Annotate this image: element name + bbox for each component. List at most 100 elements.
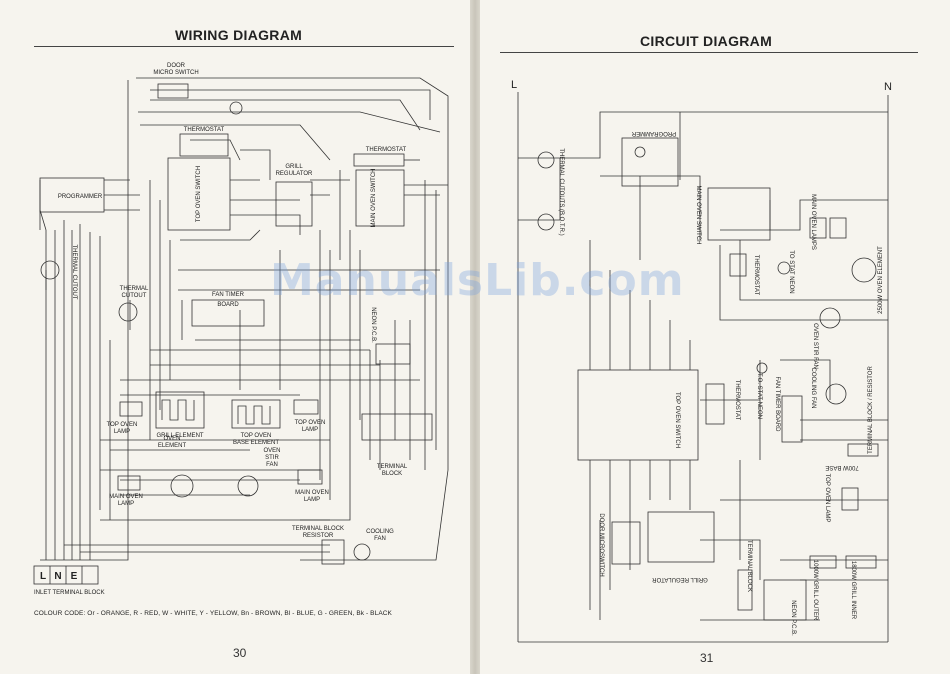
oven-element-icon	[170, 474, 194, 498]
label-top-oven-lamp-right: TOP OVEN LAMP	[824, 474, 830, 523]
base-element-coil-icon	[237, 405, 271, 425]
label-neon-pcb-right: NEON P.C.B.	[790, 600, 796, 636]
label-grill-inner: 1800W GRILL INNER	[850, 561, 856, 620]
label-main-oven-switch-right: MAIN OVEN SWITCH	[695, 185, 701, 244]
top-oven-lamp-b	[293, 399, 319, 415]
grill-regulator-right	[647, 511, 715, 563]
label-thermostat-a: THERMOSTAT	[184, 127, 225, 133]
terminal-block	[361, 413, 433, 441]
right-title-rule	[500, 52, 918, 53]
label-block: BLOCK	[382, 471, 402, 477]
terminal-e: E	[71, 571, 78, 582]
main-oven-switch	[355, 169, 405, 227]
thermal-cutout-1-icon	[537, 151, 555, 169]
grill-outer-element	[809, 555, 837, 569]
label-regulator: REGULATOR	[276, 171, 313, 177]
circuit-diagram-title: CIRCUIT DIAGRAM	[640, 33, 773, 49]
thermal-cutout-b-icon	[118, 302, 138, 322]
label-main-oven-lamp-a: MAIN OVEN	[109, 494, 143, 500]
thermostat-right-a	[729, 253, 747, 277]
terminal-block-right	[737, 569, 753, 611]
grill-regulator	[275, 181, 313, 227]
programmer	[39, 177, 105, 213]
label-inlet-terminal-block: INLET TERMINAL BLOCK	[34, 590, 105, 596]
thermostat-top-oven	[179, 133, 229, 157]
neon-pcb	[375, 343, 411, 365]
thermostat-main-oven	[353, 153, 405, 167]
label-main-oven-lamp-b: MAIN OVEN	[295, 490, 329, 496]
label-grill-outer: 1000W GRILL OUTER	[812, 560, 818, 621]
label-oven: OVEN	[163, 436, 180, 442]
main-oven-lamp-a	[117, 475, 141, 491]
label-fan-timer: FAN TIMER	[212, 292, 245, 298]
to-stat-neon-icon	[756, 362, 768, 374]
label-top-oven-switch-right: TOP OVEN SWITCH	[674, 392, 680, 448]
label-lamp-a: LAMP	[114, 429, 130, 435]
label-neon-pcb: NEON P.C.B.	[370, 307, 376, 343]
top-oven-lamp-right	[841, 487, 859, 511]
label-board: BOARD	[217, 302, 239, 308]
label-element: ELEMENT	[158, 443, 187, 449]
label-fan-timer-board-right: FAN TIMER BOARD	[774, 377, 780, 433]
label-stir: STIR	[265, 455, 279, 461]
grill-element-coil-icon	[161, 399, 195, 421]
grill-inner-element	[845, 555, 877, 569]
label-top-oven-base: TOP OVEN	[241, 433, 272, 439]
left-title-rule	[34, 46, 454, 47]
label-thermostat-right-a: THERMOSTAT	[753, 255, 759, 296]
terminal-block-resistor	[321, 539, 345, 565]
label-cutout: CUTOUT	[122, 293, 147, 299]
wiring-diagram: DOOR MICRO SWITCH THERMOSTAT TOP OVEN SW…	[33, 63, 449, 596]
label-stir-oven: OVEN	[263, 448, 280, 454]
programmer-box	[621, 137, 679, 187]
door-micro-switch	[157, 83, 189, 99]
book-gutter	[470, 0, 480, 674]
oven-stir-fan-right-icon	[819, 307, 841, 329]
label-terminal-block-resistor: TERMINAL BLOCK	[292, 526, 344, 532]
label-thermostat-right-b: THERMOSTAT	[734, 380, 740, 421]
rail-n: N	[884, 81, 892, 93]
label-base-700: 700W BASE	[825, 464, 858, 470]
top-oven-base-element	[231, 399, 281, 429]
thermostat-right-b	[705, 383, 725, 425]
label-thermostat-b: THERMOSTAT	[366, 147, 407, 153]
terminal-n: N	[54, 571, 61, 582]
page-number-30: 30	[233, 646, 247, 660]
stat-neon-icon	[777, 261, 791, 275]
base-element-700	[847, 443, 879, 457]
label-main-oven-lamps: MAIN OVEN LAMPS	[810, 194, 816, 250]
top-oven-lamp-a	[119, 401, 143, 417]
label-resistor: RESISTOR	[303, 533, 334, 539]
neon-pcb-right	[763, 579, 807, 621]
label-programmer-right: PROGRAMMER	[631, 130, 676, 136]
oven-stir-fan-icon	[237, 475, 259, 497]
wiring-diagram-title: WIRING DIAGRAM	[175, 27, 303, 43]
label-terminal-block-resistor-right: TERMINAL BLOCK / RESISTOR	[868, 365, 874, 453]
page-number-31: 31	[700, 651, 714, 665]
label-cooling-fan-right: COOLING FAN	[810, 367, 816, 408]
label-thermal-cutouts: THERMAL CUTOUTS (B.O.T.R.)	[558, 148, 564, 235]
top-oven-switch	[167, 157, 231, 231]
rail-l: L	[511, 79, 517, 91]
label-to-stat-neon-b: T.O. STAT NEON	[756, 373, 762, 419]
label-top-oven-lamp-b: TOP OVEN	[295, 420, 326, 426]
oven-element-2500-icon	[851, 257, 877, 283]
thermal-cutout-a-icon	[40, 260, 60, 280]
grill-element	[155, 391, 205, 429]
label-top-oven-lamp-a: TOP OVEN	[107, 422, 138, 428]
cooling-fan-icon	[353, 543, 371, 561]
label-door-microswitch: DOOR MICROSWITCH	[598, 513, 604, 576]
terminal-l: L	[40, 571, 46, 582]
neon-indicator-icon	[229, 101, 243, 115]
main-oven-lamp-2	[809, 217, 827, 239]
label-grill-regulator: GRILL REGULATOR	[652, 576, 708, 582]
label-thermal-cutout-a: THERMAL CUTOUT	[71, 244, 77, 299]
label-oven-stir-fan-right: OVEN STIR FAN	[812, 323, 818, 369]
fan-timer-board	[191, 299, 265, 327]
label-door: DOOR	[167, 63, 186, 69]
label-micro-switch: MICRO SWITCH	[153, 70, 198, 76]
label-main-oven-switch: MAIN OVEN SWITCH	[371, 168, 377, 227]
label-programmer: PROGRAMMER	[58, 194, 103, 200]
top-oven-switch-right	[577, 369, 699, 461]
